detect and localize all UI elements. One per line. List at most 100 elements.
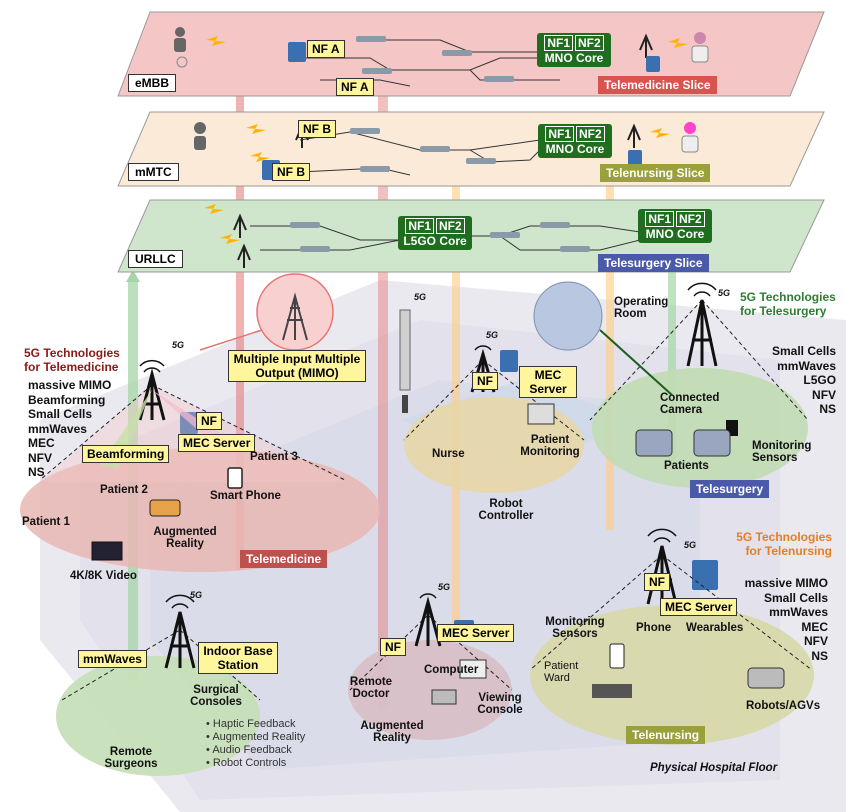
tech-item: NFV [812, 387, 837, 402]
operating-room-label: Operating Room [614, 296, 669, 320]
tech-item: Beamforming [28, 392, 106, 407]
surgical-feature-list: • Haptic Feedback • Augmented Reality • … [206, 718, 305, 770]
robots-label: Robots/AGVs [746, 700, 821, 712]
telemedicine-area-tag: Telemedicine [240, 550, 328, 568]
telemedicine-slice-label: Telemedicine Slice [598, 76, 717, 94]
telesurgery-tech-title: 5G Technologies for Telesurgery [740, 290, 836, 318]
tech-item: NFV [28, 450, 52, 465]
mmtc-label: mMTC [128, 163, 179, 181]
telesurgery-slice-label: Telesurgery Slice [598, 254, 709, 272]
beam-red-2 [378, 90, 388, 710]
urllc-core2-nf2: NF2 [676, 211, 705, 227]
telesurgery-zone [592, 368, 808, 488]
telemedicine-tech-title: 5G Technologies for Telemedicine [24, 346, 120, 374]
robot-controller-label: Robot Controller [478, 498, 534, 522]
tech-item: NS [28, 465, 45, 479]
5g-logo: 5G [684, 540, 697, 550]
surgical-mmwaves-label: mmWaves [78, 650, 147, 668]
connected-camera-label: Connected Camera [660, 392, 720, 416]
tech-item: NS [811, 648, 828, 663]
wireless-bolt-icons [204, 36, 688, 244]
tech-item: Small Cells [763, 590, 828, 605]
tech-item: mmWaves [28, 421, 87, 436]
wearables-label: Wearables [686, 622, 744, 634]
telenursing-zone [530, 605, 814, 745]
mmtc-core-label: MNO Core [545, 142, 605, 156]
surgical-consoles-label: Surgical Consoles [190, 684, 242, 708]
phone-label: Phone [636, 622, 672, 634]
tech-item: massive MIMO [28, 378, 112, 392]
beamforming-label: Beamforming [82, 445, 170, 463]
tech-item: Small Cells [772, 344, 837, 358]
augmented-reality-label: Augmented Reality [153, 526, 217, 550]
embb-nf-a-1: NF A [307, 40, 345, 58]
urllc-core1-nf1: NF1 [405, 218, 434, 234]
telemedicine-zone [20, 448, 380, 572]
telenursing-tech-list: massive MIMO Small Cells mmWaves MEC NFV… [740, 576, 828, 663]
tech-item: L5GO [803, 373, 837, 387]
tech-item: mmWaves [769, 605, 828, 619]
smart-phone-label: Smart Phone [210, 490, 281, 502]
remote-surgeons-label: Remote Surgeons [104, 746, 158, 770]
feature-item: • Augmented Reality [206, 731, 306, 743]
telenursing-nf: NF [644, 573, 670, 591]
small-cell-pole-icon [399, 309, 411, 391]
telenursing-tech-title: 5G Technologies for Telenursing [736, 530, 832, 558]
video-label: 4K/8K Video [70, 570, 137, 582]
patient-3-label: Patient 3 [250, 451, 298, 463]
remote-ar-label: Augmented Reality [360, 720, 424, 744]
urllc-label: URLLC [128, 250, 183, 268]
mmtc-nf-b-1: NF B [298, 120, 336, 138]
mmtc-core-nf2: NF2 [576, 126, 605, 142]
telesurgery-tech-list: Small Cells mmWaves L5GO NFV NS [772, 344, 836, 417]
tech-item: MEC [28, 436, 55, 450]
tech-item: Small Cells [28, 407, 93, 421]
tech-item: NFV [804, 634, 828, 648]
tech-item: mmWaves [777, 358, 837, 373]
telemedicine-nf: NF [196, 412, 222, 430]
computer-label: Computer [424, 664, 479, 676]
feature-item: • Audio Feedback [206, 744, 292, 756]
nurse-station-mec: MEC Server [519, 366, 577, 398]
feature-item: • Robot Controls [206, 757, 287, 769]
physical-hospital-floor-label: Physical Hospital Floor [650, 762, 778, 774]
person-icons [174, 27, 709, 153]
5g-logo: 5G [414, 292, 427, 302]
mmtc-core-nf1: NF1 [545, 126, 574, 142]
telemedicine-mec-server: MEC Server [178, 434, 256, 452]
embb-core-nf1: NF1 [544, 35, 573, 51]
urllc-core2-label: MNO Core [645, 227, 705, 241]
embb-label: eMBB [128, 74, 177, 92]
remote-surgeons-zone [56, 656, 260, 776]
embb-nf-a-2: NF A [336, 78, 374, 96]
mimo-label: Multiple Input Multiple Output (MIMO) [228, 350, 366, 382]
patient-1-label: Patient 1 [22, 516, 70, 528]
viewing-console-label: Viewing Console [477, 692, 523, 716]
nurse-label: Nurse [432, 448, 465, 460]
5g-logo: 5G [190, 590, 203, 600]
embb-core-label: MNO Core [544, 51, 604, 65]
mmtc-slice-plane [117, 111, 825, 187]
telemedicine-tech-list: massive MIMO Beamforming Small Cells mmW… [28, 378, 111, 480]
patients-label: Patients [664, 460, 709, 472]
urllc-core1-nf2: NF2 [436, 218, 465, 234]
urllc-core1-label: L5GO Core [403, 234, 467, 248]
telenursing-mec-server: MEC Server [660, 598, 738, 616]
nurse-station-nf: NF [472, 372, 498, 390]
beam-orange-2 [606, 180, 614, 530]
5g-logo: 5G [718, 288, 731, 298]
remote-doctor-nf: NF [380, 638, 406, 656]
beam-green-right [668, 270, 676, 470]
patient-2-label: Patient 2 [100, 484, 148, 496]
5g-logo: 5G [486, 330, 499, 340]
patient-ward-label: Patient Ward [544, 660, 579, 684]
remote-doctor-mec: MEC Server [437, 624, 515, 642]
urllc-core2-nf1: NF1 [645, 211, 674, 227]
patient-monitoring-label: Patient Monitoring [520, 434, 580, 458]
embb-core-nf2: NF2 [575, 35, 604, 51]
